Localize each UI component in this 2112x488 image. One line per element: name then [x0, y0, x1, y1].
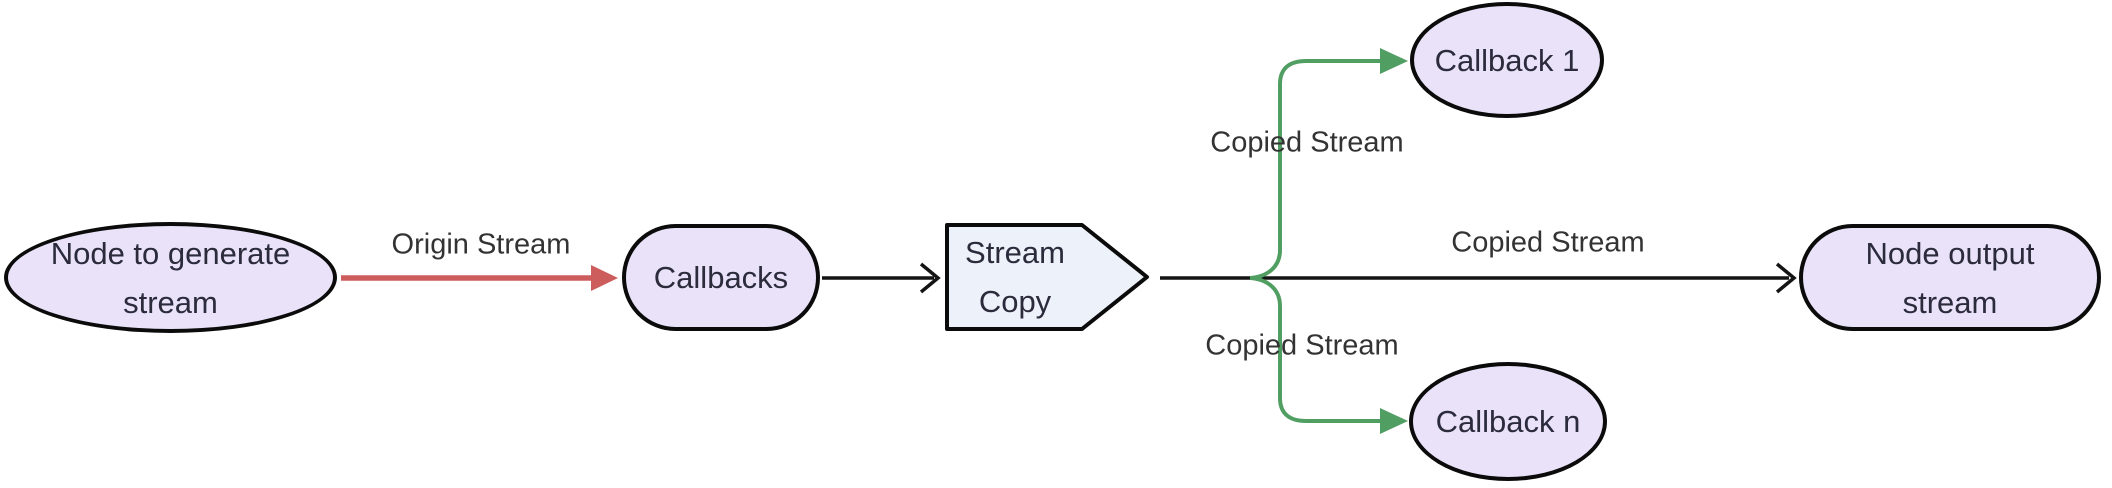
edge-copied-stream-bottom-line	[1249, 276, 1380, 423]
node-output-stream: Node output stream	[1799, 224, 2101, 331]
node-stream-copy-shape	[945, 223, 1149, 331]
edge-copied-stream-top-line	[1249, 59, 1380, 280]
edge-label-copied-stream-top: Copied Stream	[1210, 126, 1404, 159]
node-generate-stream: Node to generate stream	[4, 222, 337, 333]
edge-callbacks-to-copy-arrowhead	[919, 262, 941, 294]
node-callback-1: Callback 1	[1410, 2, 1604, 118]
node-output-stream-label: Node output stream	[1865, 235, 2035, 320]
node-generate-stream-label: Node to generate stream	[50, 235, 291, 320]
edge-label-copied-stream-mid: Copied Stream	[1451, 226, 1645, 259]
node-callback-1-label: Callback 1	[1434, 42, 1580, 78]
edge-copied-stream-bottom-arrowhead	[1380, 408, 1408, 434]
edge-copied-stream-mid-arrowhead	[1775, 262, 1797, 294]
edge-label-copied-stream-bottom: Copied Stream	[1205, 329, 1399, 362]
node-callback-n-label: Callback n	[1435, 404, 1581, 439]
node-callbacks: Callbacks	[622, 224, 820, 331]
node-callbacks-label: Callbacks	[653, 260, 789, 295]
edge-copied-stream-top-arrowhead	[1380, 48, 1408, 74]
node-callback-n: Callback n	[1409, 362, 1607, 481]
node-stream-copy-label: Stream Copy	[965, 235, 1065, 319]
edge-label-origin-stream: Origin Stream	[391, 228, 571, 261]
node-stream-copy: Stream Copy	[947, 225, 1083, 329]
edge-origin-stream-arrowhead	[591, 265, 618, 291]
